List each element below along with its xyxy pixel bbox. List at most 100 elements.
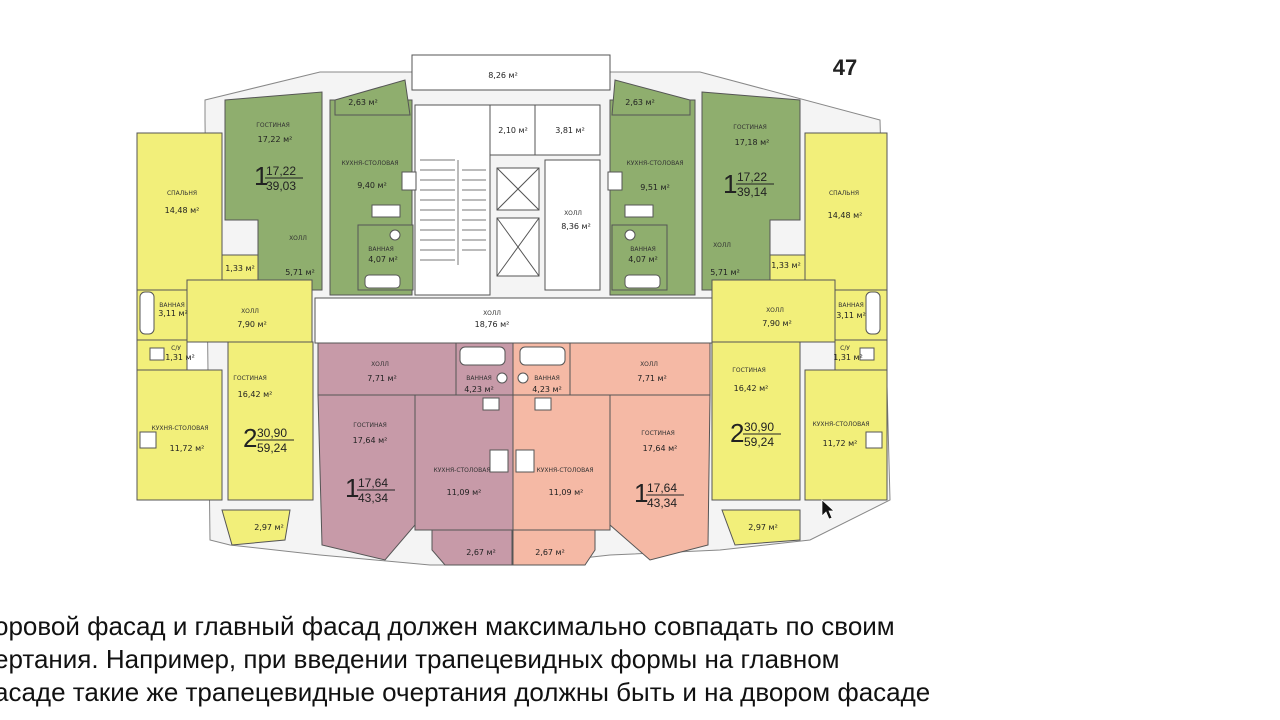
- green-right-living-total: 17,22: [737, 170, 767, 184]
- yellow-left-living-area: 16,42 м²: [238, 390, 273, 399]
- yellow-left-hall-label: ХОЛЛ: [241, 308, 259, 315]
- mauve-room-count: 1: [345, 473, 359, 503]
- yellow-left-bedroom-label: СПАЛЬНЯ: [167, 190, 197, 197]
- mauve-kitchen-area: 11,09 м²: [447, 488, 482, 497]
- corridor-label: ХОЛЛ: [483, 310, 501, 317]
- salmon-kitchen-label: КУХНЯ-СТОЛОВАЯ: [536, 467, 593, 474]
- top-balcony-area: 8,26 м²: [488, 71, 518, 80]
- green-left-total: 39,03: [266, 179, 296, 193]
- salmon-hall-label: ХОЛЛ: [640, 361, 658, 368]
- elevator-hall: [544, 159, 601, 291]
- mauve-bath-area: 4,23 м²: [464, 385, 494, 394]
- corridor-area: 18,76 м²: [475, 320, 510, 329]
- yellow-right-total: 59,24: [744, 435, 774, 449]
- mauve-total: 43,34: [358, 491, 388, 505]
- top-balcony: [411, 54, 611, 91]
- yellow-right-bedroom-label: СПАЛЬНЯ: [829, 190, 859, 197]
- apartment-mauve: [317, 342, 514, 566]
- yellow-right-room-count: 2: [730, 418, 744, 448]
- yellow-left-wc-area: 1,31 м²: [165, 353, 195, 362]
- storage-a-area: 2,10 м²: [498, 126, 528, 135]
- yellow-left-total: 59,24: [257, 441, 287, 455]
- green-right-total: 39,14: [737, 185, 767, 199]
- common-corridor: [314, 297, 713, 344]
- green-right-bath-area: 4,07 м²: [628, 255, 658, 264]
- green-left-living-label: ГОСТИНАЯ: [256, 122, 290, 129]
- yellow-left-living-label: ГОСТИНАЯ: [233, 375, 267, 382]
- green-left-hall-area: 5,71 м²: [285, 268, 315, 277]
- green-right-hall-area: 5,71 м²: [710, 268, 740, 277]
- green-right-bath-label: ВАННАЯ: [630, 246, 656, 253]
- salmon-balcony-area: 2,67 м²: [535, 548, 565, 557]
- mauve-hall-label: ХОЛЛ: [371, 361, 389, 368]
- elevator-hall-label: ХОЛЛ: [564, 210, 582, 217]
- salmon-total: 43,34: [647, 496, 677, 510]
- green-right-room-count: 1: [723, 169, 737, 199]
- yellow-left-bedroom-area: 14,48 м²: [165, 206, 200, 215]
- apartment-green-left: [224, 79, 417, 296]
- mauve-living-total: 17,64: [358, 476, 388, 490]
- elevator-hall-area: 8,36 м²: [561, 222, 591, 231]
- yellow-right-wc-area: 1,31 м²: [833, 353, 863, 362]
- yellow-right-bedroom-area: 14,48 м²: [828, 211, 863, 220]
- green-left-room-count: 1: [254, 161, 268, 191]
- mauve-bath-label: ВАННАЯ: [466, 375, 492, 382]
- salmon-living-label: ГОСТИНАЯ: [641, 430, 675, 437]
- salmon-bath-label: ВАННАЯ: [534, 375, 560, 382]
- stair-steps: [420, 159, 486, 265]
- mauve-kitchen-label: КУХНЯ-СТОЛОВАЯ: [433, 467, 490, 474]
- green-left-kitchen-label: КУХНЯ-СТОЛОВАЯ: [341, 160, 398, 167]
- salmon-living-area: 17,64 м²: [643, 444, 678, 453]
- mouse-pointer-icon: [821, 499, 835, 520]
- green-left-bath-label: ВАННАЯ: [368, 246, 394, 253]
- yellow-right-living-total: 30,90: [744, 420, 774, 434]
- apartment-green-right: [607, 79, 801, 296]
- caption-line-1: оровой фасад и главный фасад должен макс…: [0, 611, 895, 641]
- yellow-right-closet-area: 1,33 м²: [771, 261, 801, 270]
- green-left-hall-label: ХОЛЛ: [289, 235, 307, 242]
- yellow-right-kitchen-area: 11,72 м²: [823, 439, 858, 448]
- mauve-balcony-area: 2,67 м²: [466, 548, 496, 557]
- yellow-right-kitchen-label: КУХНЯ-СТОЛОВАЯ: [812, 421, 869, 428]
- yellow-left-hall-area: 7,90 м²: [237, 320, 267, 329]
- caption-text: оровой фасад и главный фасад должен макс…: [0, 610, 1274, 709]
- storage-room-a: [489, 104, 536, 156]
- apartment-yellow-left: [136, 132, 314, 546]
- yellow-left-wc-label: С/У: [171, 345, 181, 352]
- mauve-living-label: ГОСТИНАЯ: [353, 422, 387, 429]
- salmon-living-total: 17,64: [647, 481, 677, 495]
- green-right-kitchen-area: 9,51 м²: [640, 183, 670, 192]
- yellow-left-living-total: 30,90: [257, 426, 287, 440]
- apartment-salmon: [512, 342, 711, 566]
- mauve-living-area: 17,64 м²: [353, 436, 388, 445]
- yellow-left-bath-area: 3,11 м²: [158, 309, 188, 318]
- apartment-yellow-right: [711, 132, 888, 546]
- salmon-room-count: 1: [634, 478, 648, 508]
- yellow-right-hall-area: 7,90 м²: [762, 319, 792, 328]
- caption-line-2: ертания. Например, при введении трапецев…: [0, 644, 840, 674]
- yellow-right-balcony-area: 2,97 м²: [748, 523, 778, 532]
- storage-b-area: 3,81 м²: [555, 126, 585, 135]
- page-number: 47: [833, 55, 857, 80]
- yellow-left-kitchen-label: КУХНЯ-СТОЛОВАЯ: [151, 425, 208, 432]
- caption-line-3: асаде такие же трапецевидные очертания д…: [0, 677, 931, 707]
- green-right-loggia-area: 2,63 м²: [625, 98, 655, 107]
- green-left-loggia-area: 2,63 м²: [348, 98, 378, 107]
- salmon-kitchen-area: 11,09 м²: [549, 488, 584, 497]
- green-right-living-area: 17,18 м²: [735, 138, 770, 147]
- yellow-left-kitchen-area: 11,72 м²: [170, 444, 205, 453]
- green-left-living-total: 17,22: [266, 164, 296, 178]
- yellow-right-bath-label: ВАННАЯ: [838, 302, 864, 309]
- mauve-hall-area: 7,71 м²: [367, 374, 397, 383]
- green-right-kitchen-label: КУХНЯ-СТОЛОВАЯ: [626, 160, 683, 167]
- salmon-hall-area: 7,71 м²: [637, 374, 667, 383]
- salmon-bath-area: 4,23 м²: [532, 385, 562, 394]
- green-left-bath-area: 4,07 м²: [368, 255, 398, 264]
- yellow-left-bath-label: ВАННАЯ: [159, 302, 185, 309]
- yellow-left-room-count: 2: [243, 423, 257, 453]
- green-right-living-label: ГОСТИНАЯ: [733, 124, 767, 131]
- storage-room-b: [534, 104, 601, 156]
- green-left-kitchen-area: 9,40 м²: [357, 181, 387, 190]
- yellow-right-bath-area: 3,11 м²: [836, 311, 866, 320]
